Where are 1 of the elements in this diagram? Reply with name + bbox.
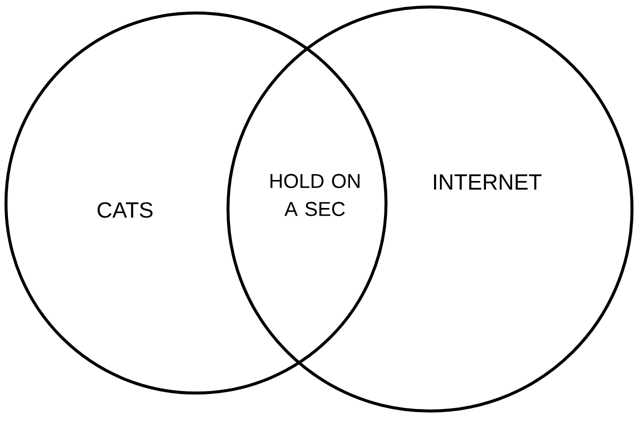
overlap-label: HOLD ON A SEC — [270, 174, 360, 216]
